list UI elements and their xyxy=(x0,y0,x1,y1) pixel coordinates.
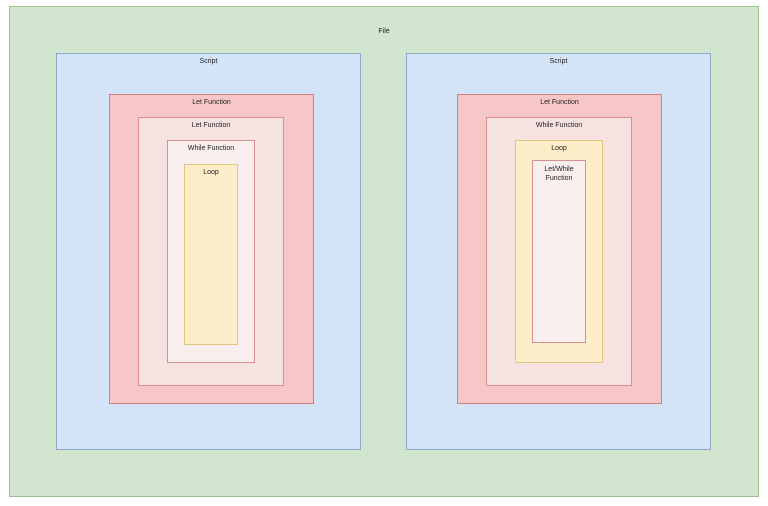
left-loop: Loop xyxy=(184,164,238,345)
left-while-label: While Function xyxy=(187,145,235,152)
right-let-while-label: Let/While Function xyxy=(544,166,574,182)
left-inner-let-label: Let Function xyxy=(191,122,231,129)
right-script-label: Script xyxy=(549,58,568,65)
left-script-label: Script xyxy=(199,58,218,65)
right-loop-label: Loop xyxy=(551,145,567,152)
right-let-while-function: Let/While Function xyxy=(532,160,586,343)
right-outer-let-label: Let Function xyxy=(540,99,579,106)
right-while-label: While Function xyxy=(535,122,583,129)
left-outer-let-label: Let Function xyxy=(192,99,231,106)
file-label: File xyxy=(378,28,390,35)
left-loop-label: Loop xyxy=(203,169,219,176)
